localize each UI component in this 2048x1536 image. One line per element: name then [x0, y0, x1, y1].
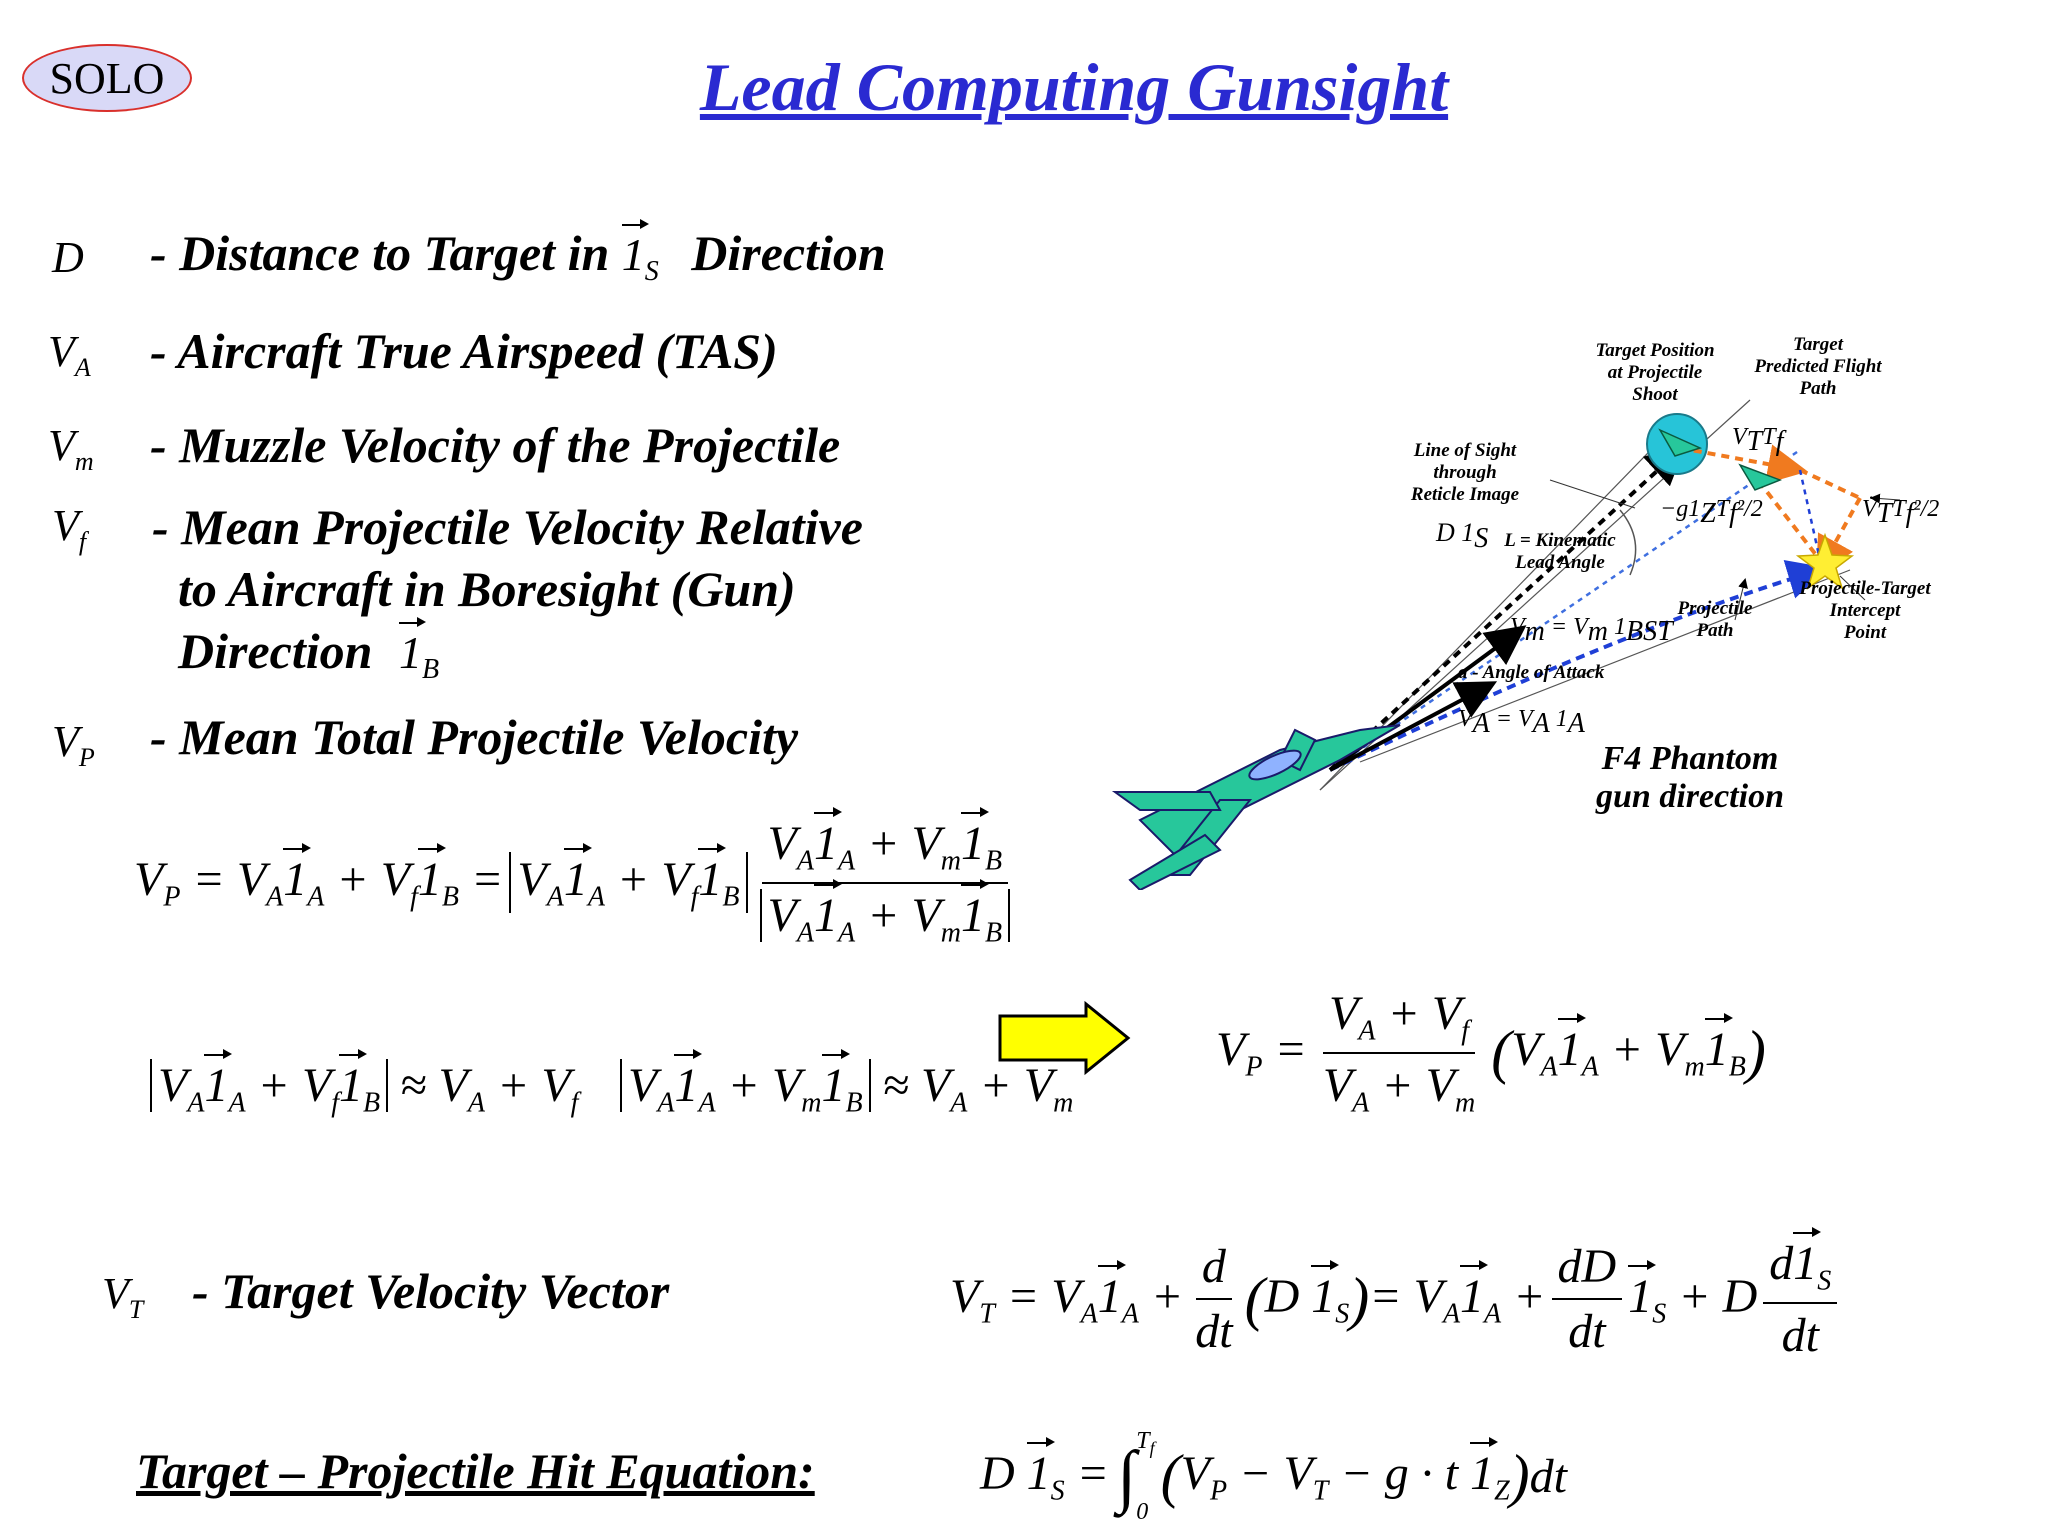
symbol-vt: VT: [102, 1268, 143, 1325]
label-los-3: Reticle Image: [1410, 484, 1520, 505]
target-path-extension: [1799, 468, 1861, 500]
aircraft-velocity-vector: [1329, 681, 1498, 772]
label-projectile-path-1: Projectile: [1677, 598, 1753, 619]
label-target-predicted-2: Predicted Flight: [1754, 356, 1882, 377]
definition-mean-velocity-line1: - Mean Projectile Velocity Relative: [152, 499, 863, 555]
label-kinematic-2: Lead Angle: [1515, 552, 1605, 573]
definition-mean-velocity-line3: Direction 1B: [178, 617, 439, 686]
definition-target-velocity: - Target Velocity Vector: [192, 1263, 670, 1319]
label-los-2: through: [1433, 462, 1497, 483]
definition-mean-velocity-line2: to Aircraft in Boresight (Gun): [178, 561, 796, 617]
gunsight-diagram: [1111, 399, 1901, 890]
target-plane-future-icon: [1738, 463, 1783, 491]
label-line-of-sight: Line of Sight through Reticle Image: [1390, 440, 1540, 506]
label-target-predicted: Target Predicted Flight Path: [1738, 334, 1898, 400]
symbol-vf-sub: f: [78, 526, 87, 556]
label-projectile-path: Projectile Path: [1660, 598, 1770, 642]
definition-distance: - Distance to Target in 1S Direction: [150, 219, 886, 288]
symbol-vt-base: V: [102, 1269, 129, 1318]
label-intercept: Projectile-Target Intercept Point: [1780, 578, 1950, 644]
label-target-position-3: Shoot: [1632, 384, 1678, 405]
symbol-vp: VP: [52, 716, 95, 773]
label-target-predicted-3: Path: [1799, 378, 1837, 399]
lead-angle-arc: [1619, 509, 1637, 576]
approximation-vf: VA1A + Vf1B ≈ VA + Vf: [150, 1049, 578, 1120]
symbol-va: VA: [48, 326, 91, 383]
symbol-vm-sub: m: [74, 446, 94, 476]
definition-direction-word: Direction: [178, 623, 373, 679]
blue-guide: [1329, 448, 1801, 772]
los-leader: [1549, 479, 1636, 509]
symbol-vf-base: V: [52, 501, 79, 550]
diagram-caption-2: gun direction: [1596, 778, 1784, 815]
accel-leader: [1870, 493, 1901, 504]
unit-vector-s-sub: S: [644, 256, 659, 288]
label-intercept-3: Point: [1843, 622, 1887, 643]
hit-equation-label: Target – Projectile Hit Equation:: [136, 1443, 815, 1499]
label-angle-of-attack: a - Angle of Attack: [1458, 662, 1605, 683]
target-plane-icon: [1658, 428, 1703, 457]
label-target-position-2: at Projectile: [1607, 362, 1703, 383]
unit-vector-b: 1B: [398, 617, 439, 685]
symbol-vp-sub: P: [78, 742, 95, 772]
symbol-vt-sub: T: [128, 1294, 144, 1324]
unit-vector-s-base: 1: [621, 219, 649, 280]
intercept-leader: [1839, 575, 1866, 601]
symbol-vm-base: V: [48, 421, 75, 470]
symbol-vm: Vm: [48, 420, 94, 477]
label-los-1: Line of Sight: [1413, 440, 1517, 461]
label-target-predicted-1: Target: [1793, 334, 1843, 355]
intercept-star-icon: [1795, 532, 1855, 590]
boresight-line: [1359, 569, 1851, 763]
label-va-vector: VA = VA 1A: [1458, 706, 1585, 739]
label-projectile-path-2: Path: [1696, 620, 1734, 641]
solo-badge: SOLO: [22, 44, 192, 112]
projectile-path-line: [1329, 560, 1828, 772]
unit-vector-b-base: 1: [398, 617, 426, 678]
equation-vp-expansion: VP = VA1A + Vf1B = VA1A + Vf1B VA1A + Vm…: [134, 807, 1016, 949]
label-intercept-2: Intercept: [1829, 600, 1901, 621]
label-target-position: Target Position at Projectile Shoot: [1570, 340, 1740, 406]
label-d1s: D 1S: [1436, 518, 1489, 555]
label-vm-vector: Vm = Vm 1BST: [1510, 614, 1673, 647]
blue-drop-line: [1798, 469, 1822, 561]
definition-muzzle: - Muzzle Velocity of the Projectile: [150, 417, 841, 473]
projectile-leader: [1734, 578, 1748, 621]
unit-vector-b-sub: B: [421, 654, 440, 686]
implies-arrow-icon: [998, 1000, 1131, 1076]
definition-distance-text: - Distance to Target in: [150, 225, 610, 281]
symbol-va-sub: A: [74, 352, 91, 382]
definition-distance-tail: Direction: [691, 225, 886, 281]
approximation-vm: VA1A + Vm1B ≈ VA + Vm: [620, 1049, 1073, 1120]
label-gravity-drop: −g1ZTf²/2: [1660, 496, 1763, 529]
label-target-position-1: Target Position: [1595, 340, 1715, 361]
symbol-va-base: V: [48, 327, 75, 376]
label-intercept-1: Projectile-Target: [1799, 578, 1931, 599]
label-kinematic: L = Kinematic Lead Angle: [1490, 530, 1630, 574]
page-title: Lead Computing Gunsight: [699, 49, 1449, 125]
f4-phantom-icon: [1111, 724, 1401, 890]
label-vt-tf: VTTf: [1732, 424, 1784, 457]
definition-total-velocity: - Mean Total Projectile Velocity: [150, 709, 799, 765]
target-velocity-line: [1679, 444, 1808, 484]
label-accel-term: V̇TTf²/2: [1862, 496, 1940, 529]
definition-airspeed: - Aircraft True Airspeed (TAS): [150, 323, 778, 379]
unit-vector-s: 1S: [621, 219, 659, 287]
symbol-d: D: [52, 233, 84, 282]
diagram-caption: F4 Phantom gun direction: [1560, 740, 1820, 816]
symbol-vp-base: V: [52, 717, 79, 766]
label-kinematic-1: L = Kinematic: [1504, 530, 1616, 551]
symbol-vf: Vf: [52, 500, 86, 557]
diagram-caption-1: F4 Phantom: [1601, 740, 1779, 777]
